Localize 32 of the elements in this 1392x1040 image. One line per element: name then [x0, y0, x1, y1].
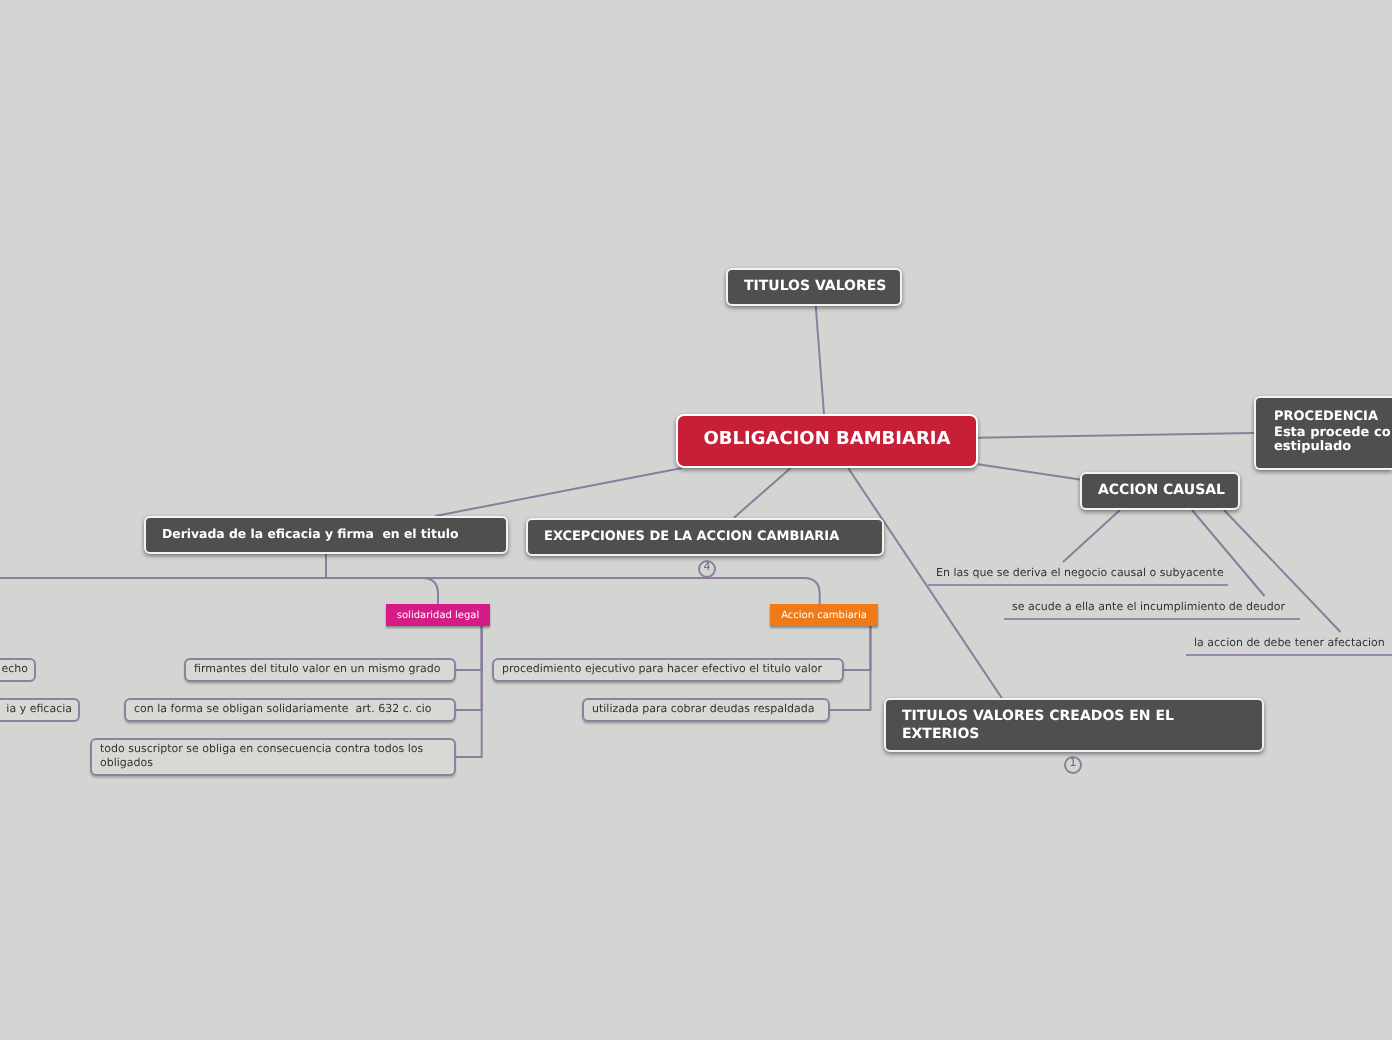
connector-line — [829, 625, 872, 711]
note-box — [0, 698, 80, 722]
topic-box — [1254, 396, 1392, 470]
underlined-subtopic — [1004, 596, 1300, 620]
underlined-subtopic — [1186, 632, 1392, 656]
connector-line — [847, 467, 1003, 699]
note-box — [492, 658, 844, 682]
connector-line — [434, 467, 684, 517]
note-box — [90, 738, 456, 776]
connector-line — [977, 463, 1081, 481]
connector-line — [1223, 509, 1342, 633]
central-topic-label: OBLIGACION BAMBIARIA — [703, 430, 951, 452]
underlined-subtopic — [928, 562, 1228, 586]
note-box — [582, 698, 830, 722]
connector-line — [1062, 509, 1121, 563]
topic-box — [1080, 472, 1240, 510]
subtopic-tag — [386, 604, 490, 626]
topic-box — [884, 698, 1264, 752]
note-box — [0, 658, 36, 682]
topic-box — [726, 268, 902, 306]
topic-box — [526, 518, 884, 556]
connector-line — [455, 625, 483, 758]
connector-line — [977, 432, 1255, 439]
note-box — [124, 698, 456, 722]
central-topic-box — [676, 414, 978, 468]
note-box — [184, 658, 456, 682]
topic-box — [144, 516, 508, 554]
connector-line — [814, 305, 825, 415]
subtopic-tag — [770, 604, 878, 626]
connector-line — [1191, 509, 1266, 597]
connector-line — [732, 467, 792, 519]
connector-line — [0, 553, 327, 579]
